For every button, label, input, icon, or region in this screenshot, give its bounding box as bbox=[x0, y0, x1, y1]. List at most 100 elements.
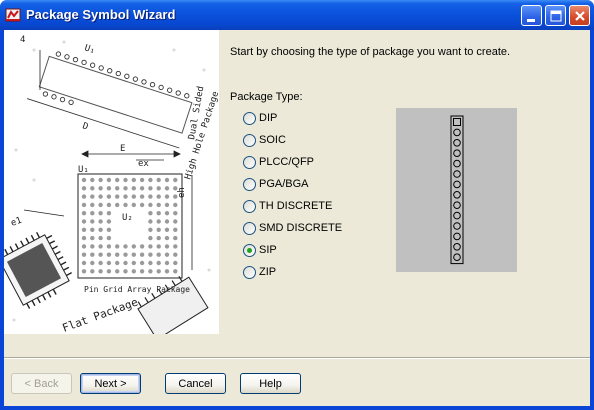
pga-pin-dot bbox=[115, 186, 120, 191]
pga-pin-dot bbox=[173, 194, 178, 199]
pga-pin-dot bbox=[106, 219, 112, 224]
sip-pin bbox=[453, 159, 461, 168]
pga-pin-dot bbox=[106, 260, 112, 266]
drawing-label-u2: U₂ bbox=[122, 213, 133, 223]
radio-label[interactable]: ZIP bbox=[259, 266, 277, 278]
radio-button[interactable] bbox=[243, 111, 256, 125]
maximize-button[interactable] bbox=[545, 5, 566, 26]
pga-pin-dot bbox=[164, 260, 170, 266]
pga-pin-dot bbox=[90, 227, 95, 232]
radio-button[interactable] bbox=[243, 199, 256, 213]
radio-label[interactable]: PLCC/QFP bbox=[259, 156, 315, 168]
radio-label[interactable]: TH DISCRETE bbox=[259, 200, 333, 212]
pga-pin-dot bbox=[131, 269, 136, 274]
pga-pin-dot bbox=[164, 244, 170, 249]
pga-pin-dot bbox=[148, 235, 153, 241]
pga-pin-dot bbox=[115, 194, 120, 199]
pga-pin-dot bbox=[90, 269, 95, 274]
pga-pin-dot bbox=[81, 194, 87, 199]
drawing-label-u1: U₁ bbox=[83, 43, 96, 56]
pga-pin-dot bbox=[98, 269, 103, 274]
back-button[interactable]: < Back bbox=[11, 373, 72, 394]
sip-preview-drawing bbox=[450, 115, 464, 265]
radio-option-sip[interactable]: SIP bbox=[243, 242, 277, 258]
pga-pin-dot bbox=[123, 194, 128, 199]
pga-pin-dot bbox=[131, 194, 136, 199]
pga-pin-dot bbox=[148, 244, 153, 249]
pga-pin-dot bbox=[164, 177, 170, 183]
radio-option-pga-bga[interactable]: PGA/BGA bbox=[243, 176, 309, 192]
pga-pin-dot bbox=[131, 186, 136, 191]
radio-label[interactable]: SMD DISCRETE bbox=[259, 222, 343, 234]
pga-pin-dot bbox=[156, 244, 161, 249]
sip-pin bbox=[453, 180, 461, 189]
radio-option-zip[interactable]: ZIP bbox=[243, 264, 276, 280]
pga-pin-dot bbox=[173, 227, 178, 232]
pga-pin-dot bbox=[90, 244, 95, 249]
title-bar[interactable]: Package Symbol Wizard bbox=[0, 0, 594, 30]
pga-pin-dot bbox=[164, 194, 170, 199]
pga-pin-dot bbox=[123, 260, 128, 266]
radio-button[interactable] bbox=[243, 265, 256, 279]
pga-pin-dot bbox=[81, 186, 87, 191]
pga-pin-dot bbox=[156, 260, 161, 266]
radio-option-smd-discrete[interactable]: SMD DISCRETE bbox=[243, 220, 342, 236]
radio-button[interactable] bbox=[243, 243, 256, 257]
pga-pin-dot bbox=[90, 177, 95, 183]
radio-label[interactable]: PGA/BGA bbox=[259, 178, 309, 190]
next-button[interactable]: Next > bbox=[80, 373, 141, 394]
package-type-label: Package Type: bbox=[230, 91, 303, 103]
pga-pin-dot bbox=[115, 260, 120, 266]
pga-pin-dot bbox=[156, 269, 161, 274]
maximize-icon bbox=[550, 10, 562, 22]
pga-pin-dot bbox=[139, 252, 145, 257]
radio-button[interactable] bbox=[243, 133, 256, 147]
radio-label[interactable]: SOIC bbox=[259, 134, 286, 146]
pga-pin-dot bbox=[81, 227, 87, 232]
pga-pin-dot bbox=[131, 244, 136, 249]
radio-label[interactable]: SIP bbox=[259, 244, 277, 256]
sip-pin bbox=[453, 201, 461, 209]
pga-pin-dot bbox=[90, 260, 95, 266]
drawing-label-pin-grid: Pin Grid Array Package bbox=[84, 285, 190, 294]
pga-pin-dot bbox=[164, 227, 170, 232]
pga-pin-dot bbox=[106, 194, 112, 199]
radio-option-dip[interactable]: DIP bbox=[243, 110, 277, 126]
pga-pin-dot bbox=[148, 202, 153, 208]
help-button[interactable]: Help bbox=[240, 373, 301, 394]
pga-pin-dot bbox=[90, 252, 95, 257]
drawing-label-d: D bbox=[81, 121, 89, 132]
pga-pin-dot bbox=[123, 177, 128, 183]
pga-pin-dot bbox=[156, 177, 161, 183]
cancel-button[interactable]: Cancel bbox=[165, 373, 226, 394]
pga-pin-dot bbox=[156, 219, 161, 224]
pga-pin-dot bbox=[106, 252, 112, 257]
pga-pin-dot bbox=[164, 202, 170, 208]
minimize-button[interactable] bbox=[521, 5, 542, 26]
pga-pin-dot bbox=[164, 219, 170, 224]
radio-button[interactable] bbox=[243, 155, 256, 169]
radio-button[interactable] bbox=[243, 221, 256, 235]
pga-pin-dot bbox=[173, 235, 178, 241]
sip-pin bbox=[453, 222, 461, 230]
radio-button[interactable] bbox=[243, 177, 256, 191]
pga-pin-dot bbox=[98, 194, 103, 199]
radio-option-plcc-qfp[interactable]: PLCC/QFP bbox=[243, 154, 314, 170]
pga-pin-dot bbox=[90, 202, 95, 208]
pga-pin-dot bbox=[81, 177, 87, 183]
radio-option-soic[interactable]: SOIC bbox=[243, 132, 286, 148]
pga-pin-dot bbox=[139, 186, 145, 191]
app-icon bbox=[5, 8, 21, 22]
radio-option-th-discrete[interactable]: TH DISCRETE bbox=[243, 198, 332, 214]
pga-pin-dot bbox=[173, 186, 178, 191]
drawing-label-plcc: 4 bbox=[20, 35, 25, 45]
pga-pin-dot bbox=[139, 244, 145, 249]
pga-pin-dot bbox=[148, 194, 153, 199]
pga-pin-dot bbox=[164, 186, 170, 191]
pga-pin-dot bbox=[98, 235, 103, 241]
pga-pin-dot bbox=[148, 269, 153, 274]
sip-pin bbox=[453, 211, 461, 220]
radio-label[interactable]: DIP bbox=[259, 112, 278, 124]
close-icon bbox=[575, 11, 585, 21]
close-button[interactable] bbox=[569, 5, 590, 26]
